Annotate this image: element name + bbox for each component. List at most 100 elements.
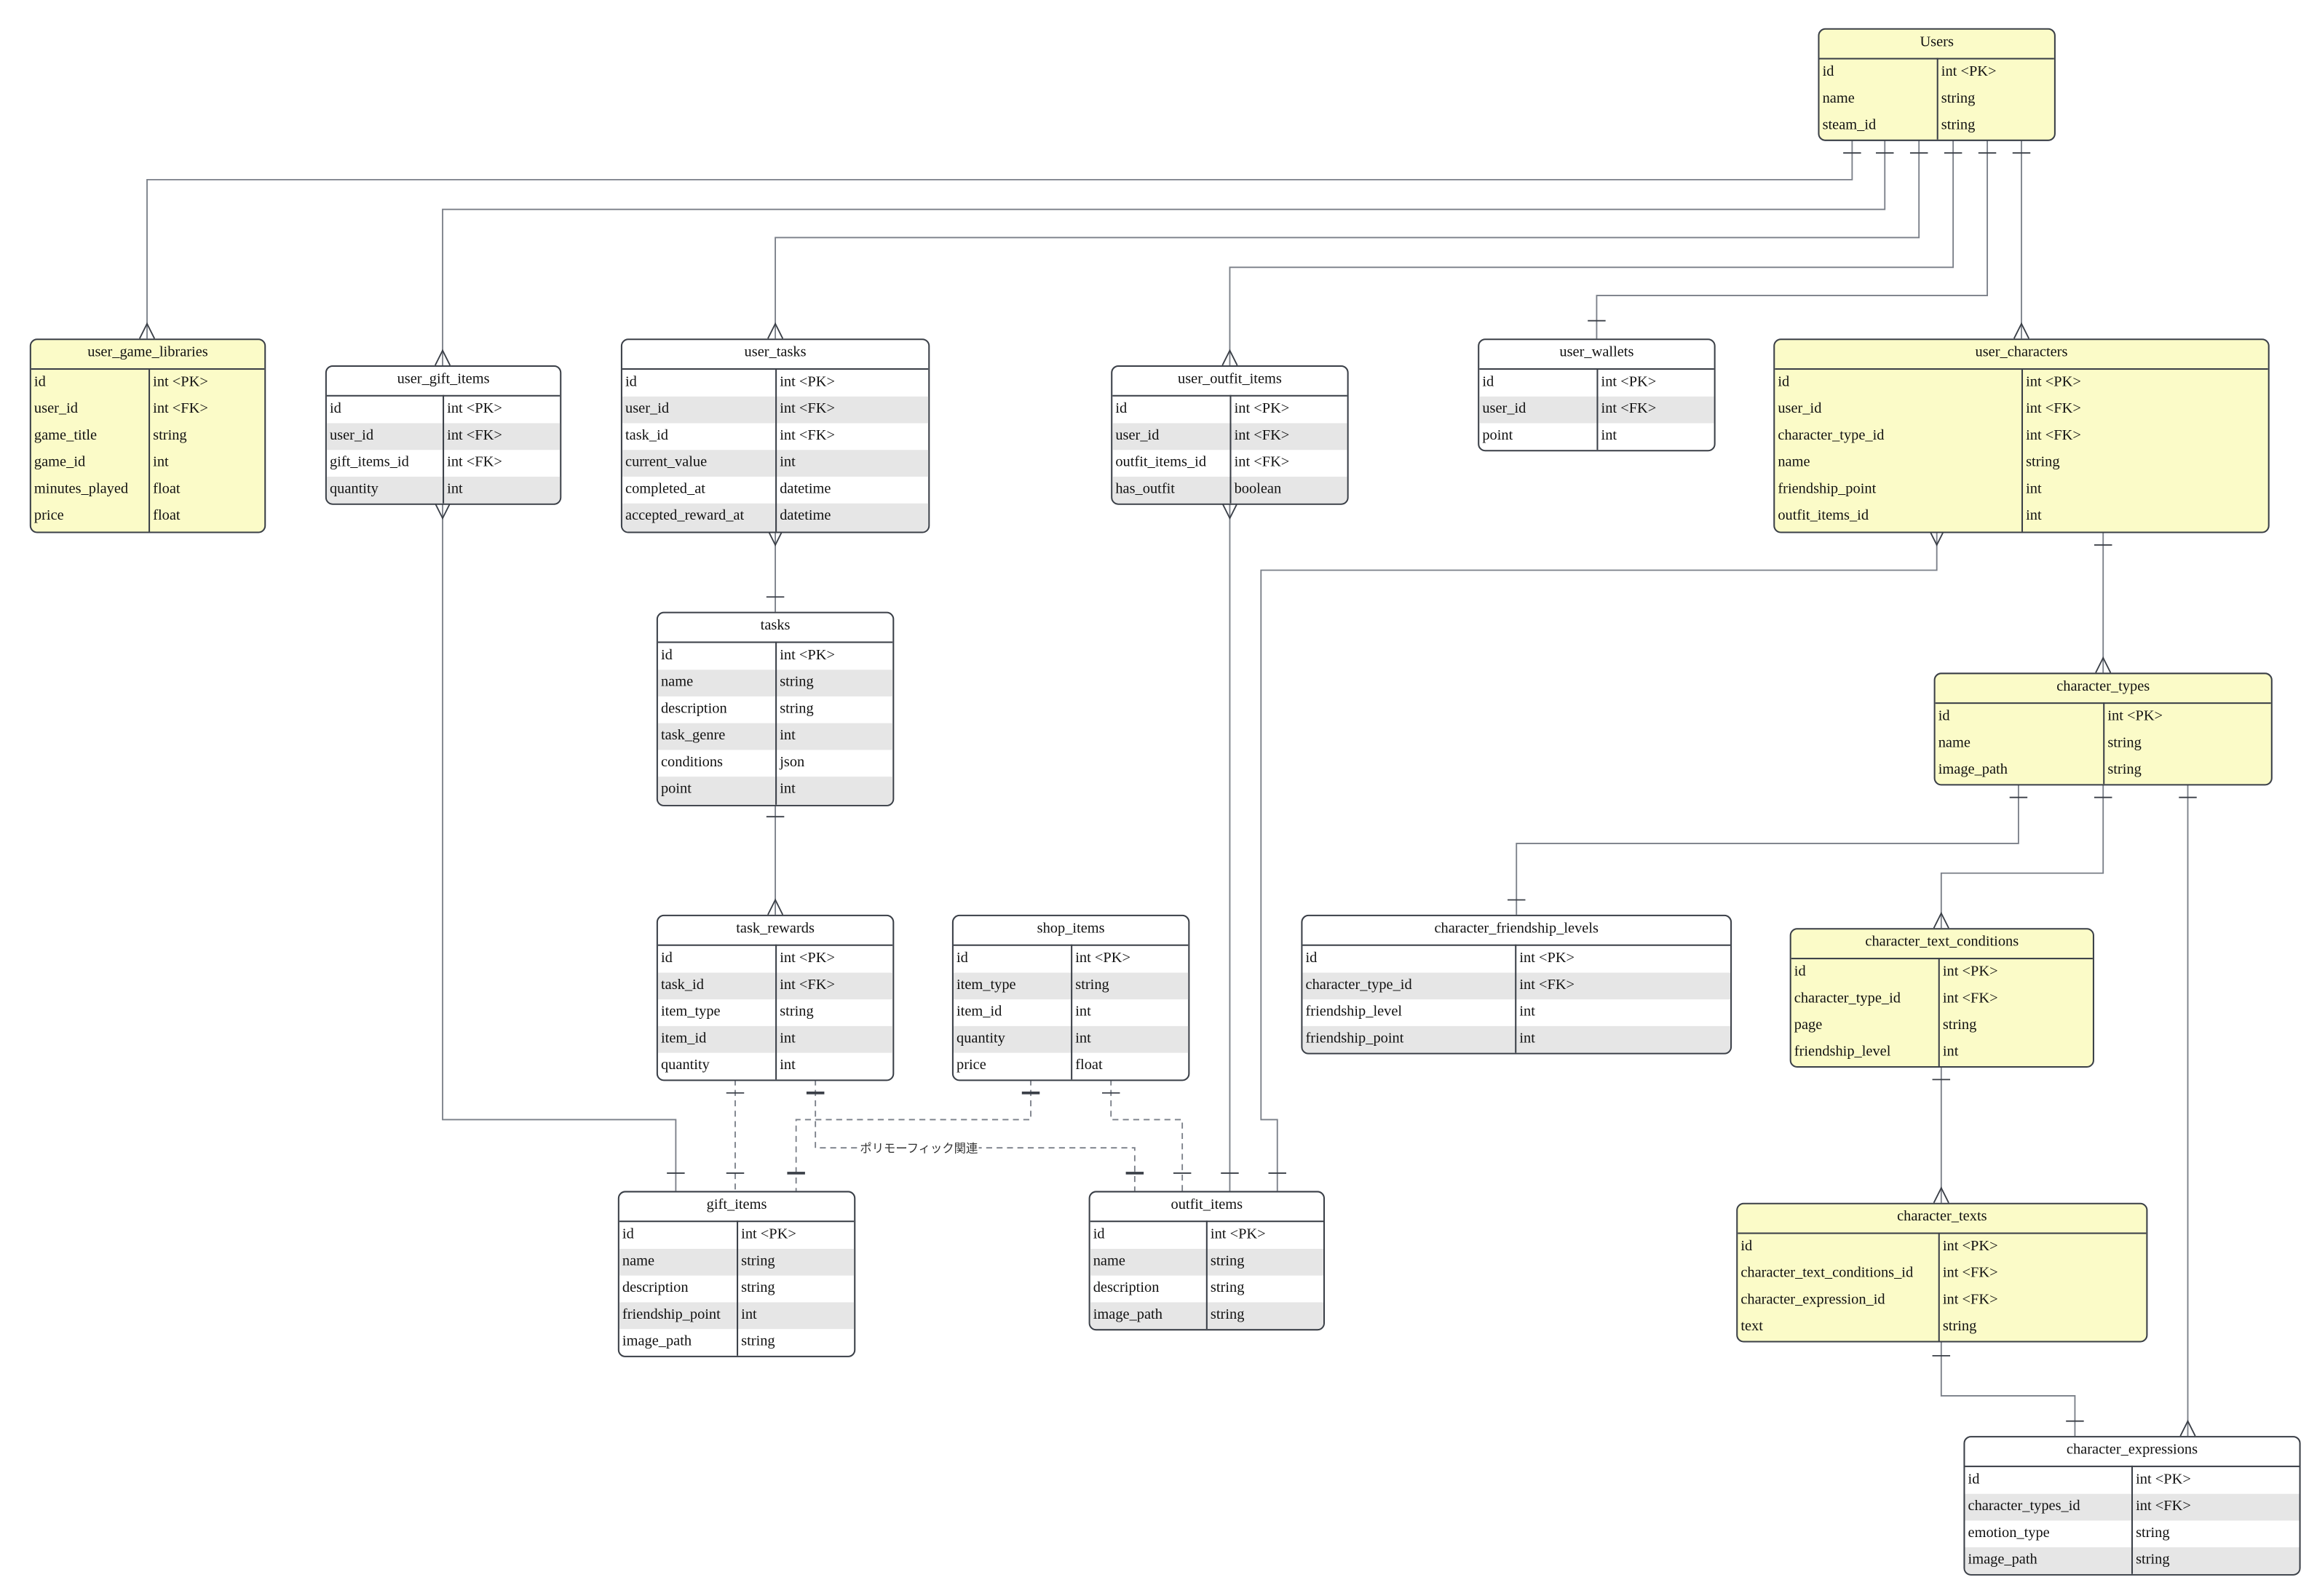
field-name: outfit_items_id bbox=[1778, 508, 1869, 525]
many-marker-icon bbox=[2013, 322, 2030, 339]
many-marker-icon bbox=[1221, 503, 1238, 520]
column-divider bbox=[1205, 1220, 1208, 1330]
many-marker-icon bbox=[138, 322, 156, 339]
field-type: string bbox=[741, 1333, 775, 1351]
relationship-line bbox=[1229, 139, 1954, 365]
entity-title: gift_items bbox=[619, 1192, 855, 1222]
field-name: id bbox=[625, 373, 637, 390]
field-type: string bbox=[153, 427, 187, 444]
field-name: description bbox=[660, 700, 727, 718]
field-type: string bbox=[1942, 1319, 1977, 1335]
entity-title: shop_items bbox=[953, 916, 1189, 945]
many-marker-icon bbox=[767, 898, 784, 916]
many-marker-icon bbox=[1933, 911, 1949, 929]
polymorphic-label: ポリモーフィック関連 bbox=[858, 1140, 980, 1157]
entity-title: character_expressions bbox=[1965, 1437, 2300, 1466]
field-row: quantity int bbox=[658, 1053, 892, 1080]
field-type: int <PK> bbox=[780, 646, 835, 664]
column-divider bbox=[1938, 957, 1940, 1067]
field-name: game_id bbox=[33, 454, 86, 471]
entity-title: character_friendship_levels bbox=[1302, 916, 1731, 945]
field-name: quantity bbox=[660, 1057, 710, 1074]
field-type: int bbox=[447, 481, 463, 498]
field-type: int <FK> bbox=[1942, 1264, 1998, 1282]
field-name: quantity bbox=[956, 1031, 1005, 1047]
field-name: steam_id bbox=[1822, 116, 1877, 134]
field-type: int bbox=[1601, 427, 1617, 444]
field-type: float bbox=[153, 481, 181, 499]
field-name: id bbox=[329, 400, 341, 417]
relationship-line bbox=[775, 139, 1920, 339]
column-divider bbox=[775, 367, 777, 531]
entity-title: user_game_libraries bbox=[31, 340, 265, 370]
field-type: string bbox=[780, 700, 814, 718]
field-name: user_id bbox=[329, 426, 374, 444]
many-marker-icon bbox=[2095, 656, 2112, 673]
column-divider bbox=[1229, 394, 1232, 504]
field-type: int bbox=[741, 1306, 757, 1324]
column-divider bbox=[2103, 702, 2105, 785]
field-name: friendship_point bbox=[1778, 481, 1877, 499]
field-name: image_path bbox=[1938, 761, 2008, 778]
field-type: int bbox=[1519, 1004, 1535, 1020]
relationship-line bbox=[815, 1079, 1136, 1191]
field-type: string bbox=[1210, 1252, 1245, 1269]
field-type: int bbox=[1075, 1004, 1091, 1020]
field-name: user_id bbox=[1482, 400, 1526, 417]
field-type: int bbox=[780, 1057, 796, 1074]
field-type: string bbox=[1942, 1017, 1977, 1033]
field-name: user_id bbox=[625, 400, 670, 417]
field-type: int <PK> bbox=[2026, 373, 2081, 390]
field-type: string bbox=[741, 1252, 775, 1269]
field-name: task_id bbox=[660, 976, 704, 993]
field-type: int bbox=[1519, 1031, 1535, 1047]
field-type: int <FK> bbox=[780, 976, 835, 993]
entity-title: character_text_conditions bbox=[1791, 929, 2093, 959]
field-type: int <FK> bbox=[780, 427, 835, 444]
field-name: friendship_level bbox=[1305, 1004, 1403, 1020]
field-name: id bbox=[1968, 1471, 1980, 1488]
field-name: image_path bbox=[1093, 1306, 1163, 1324]
many-marker-icon bbox=[767, 322, 784, 339]
field-name: name bbox=[1822, 90, 1855, 107]
relationship-line bbox=[1940, 782, 2104, 929]
field-type: int <PK> bbox=[1942, 963, 1998, 980]
field-type: string bbox=[741, 1279, 775, 1297]
column-divider bbox=[737, 1220, 739, 1357]
